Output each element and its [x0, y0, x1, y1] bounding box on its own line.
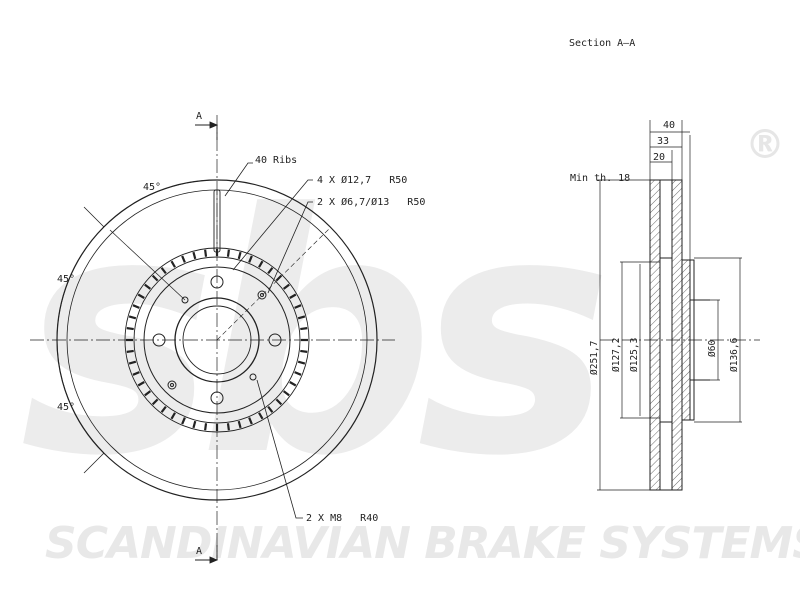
- abs-tooth: [181, 255, 186, 263]
- abs-tooth: [128, 315, 137, 320]
- abs-tooth: [137, 381, 145, 387]
- callout-pin-holes: 2 X Ø6,7/Ø13 R50: [317, 196, 425, 208]
- abs-tooth: [170, 260, 176, 268]
- abs-tooth: [128, 360, 137, 365]
- thread-holes: [181, 296, 257, 381]
- abs-tooth: [160, 405, 167, 413]
- section-dims-horizontal: [649, 120, 691, 260]
- abs-tooth: [181, 417, 186, 425]
- section-title: Section A–A: [569, 38, 635, 49]
- abs-tooth: [151, 398, 159, 406]
- callout-wheel-holes: 4 X Ø12,7 R50: [317, 174, 407, 186]
- callout-ribs: 40 Ribs: [255, 155, 297, 166]
- pin-holes: [167, 290, 267, 390]
- dim-dia-127: Ø127,2: [611, 338, 622, 372]
- dim-width-20: 20: [653, 152, 665, 163]
- dim-dia-136: Ø136,6: [729, 337, 740, 372]
- abs-tooth: [226, 249, 230, 257]
- abs-ring-teeth: [126, 249, 308, 431]
- abs-tooth: [282, 390, 290, 397]
- abs-tooth: [132, 304, 140, 309]
- dim-width-33: 33: [657, 136, 669, 147]
- abs-tooth: [237, 420, 242, 429]
- abs-tooth: [282, 283, 290, 290]
- section-marker-top-label: A: [196, 111, 202, 122]
- dim-dia-251: Ø251,7: [589, 341, 600, 375]
- section-profile: [649, 179, 710, 491]
- abs-tooth: [289, 293, 297, 299]
- abs-tooth: [258, 260, 264, 268]
- callout-threads: 2 X M8 R40: [306, 513, 378, 524]
- abs-tooth: [132, 371, 140, 376]
- abs-tooth: [151, 274, 159, 282]
- abs-tooth: [294, 304, 302, 309]
- section-dims-vertical: [597, 179, 742, 491]
- abs-tooth: [275, 274, 283, 282]
- abs-tooth: [144, 283, 152, 290]
- abs-tooth: [137, 293, 145, 299]
- dim-dia-125: Ø125,3: [629, 338, 640, 372]
- section-marker-bottom-label: A: [196, 546, 202, 557]
- angle-dimensions: [56, 179, 218, 474]
- abs-tooth: [144, 390, 152, 397]
- abs-tooth: [192, 251, 197, 260]
- dim-dia-60: Ø60: [707, 340, 718, 357]
- angle-label-top: 45°: [143, 182, 161, 193]
- abs-tooth: [204, 249, 208, 257]
- watermark-logo: sbs: [20, 144, 602, 528]
- abs-tooth: [297, 360, 306, 365]
- angle-label-mid: 45°: [57, 274, 75, 285]
- front-view: [30, 115, 395, 560]
- section-marker-bottom: [195, 545, 219, 564]
- abs-tooth: [204, 423, 208, 431]
- wheel-bolt-holes: [152, 275, 282, 405]
- watermark-registered: ®: [745, 122, 785, 168]
- abs-tooth: [237, 251, 242, 260]
- abs-tooth: [267, 267, 274, 275]
- abs-tooth: [226, 423, 230, 431]
- watermark: sbs ® SCANDINAVIAN BRAKE SYSTEMS: [20, 122, 800, 569]
- abs-tooth: [126, 349, 134, 353]
- abs-tooth: [275, 398, 283, 406]
- dim-width-40: 40: [663, 120, 675, 131]
- section-marker-top: [195, 121, 219, 140]
- abs-tooth: [289, 381, 297, 387]
- abs-tooth: [297, 315, 306, 320]
- abs-tooth: [160, 267, 167, 275]
- abs-tooth: [170, 412, 176, 420]
- abs-tooth: [294, 371, 302, 376]
- watermark-company: SCANDINAVIAN BRAKE SYSTEMS: [45, 518, 800, 569]
- min-thickness-label: Min th. 18: [570, 173, 630, 184]
- abs-tooth: [267, 405, 274, 413]
- abs-tooth: [300, 327, 308, 331]
- abs-tooth: [126, 327, 134, 331]
- angle-label-low: 45°: [57, 402, 75, 413]
- abs-tooth: [248, 255, 253, 263]
- abs-tooth: [300, 349, 308, 353]
- abs-tooth: [192, 420, 197, 429]
- abs-tooth: [258, 412, 264, 420]
- abs-tooth: [248, 417, 253, 425]
- callout-leaders: [224, 162, 313, 519]
